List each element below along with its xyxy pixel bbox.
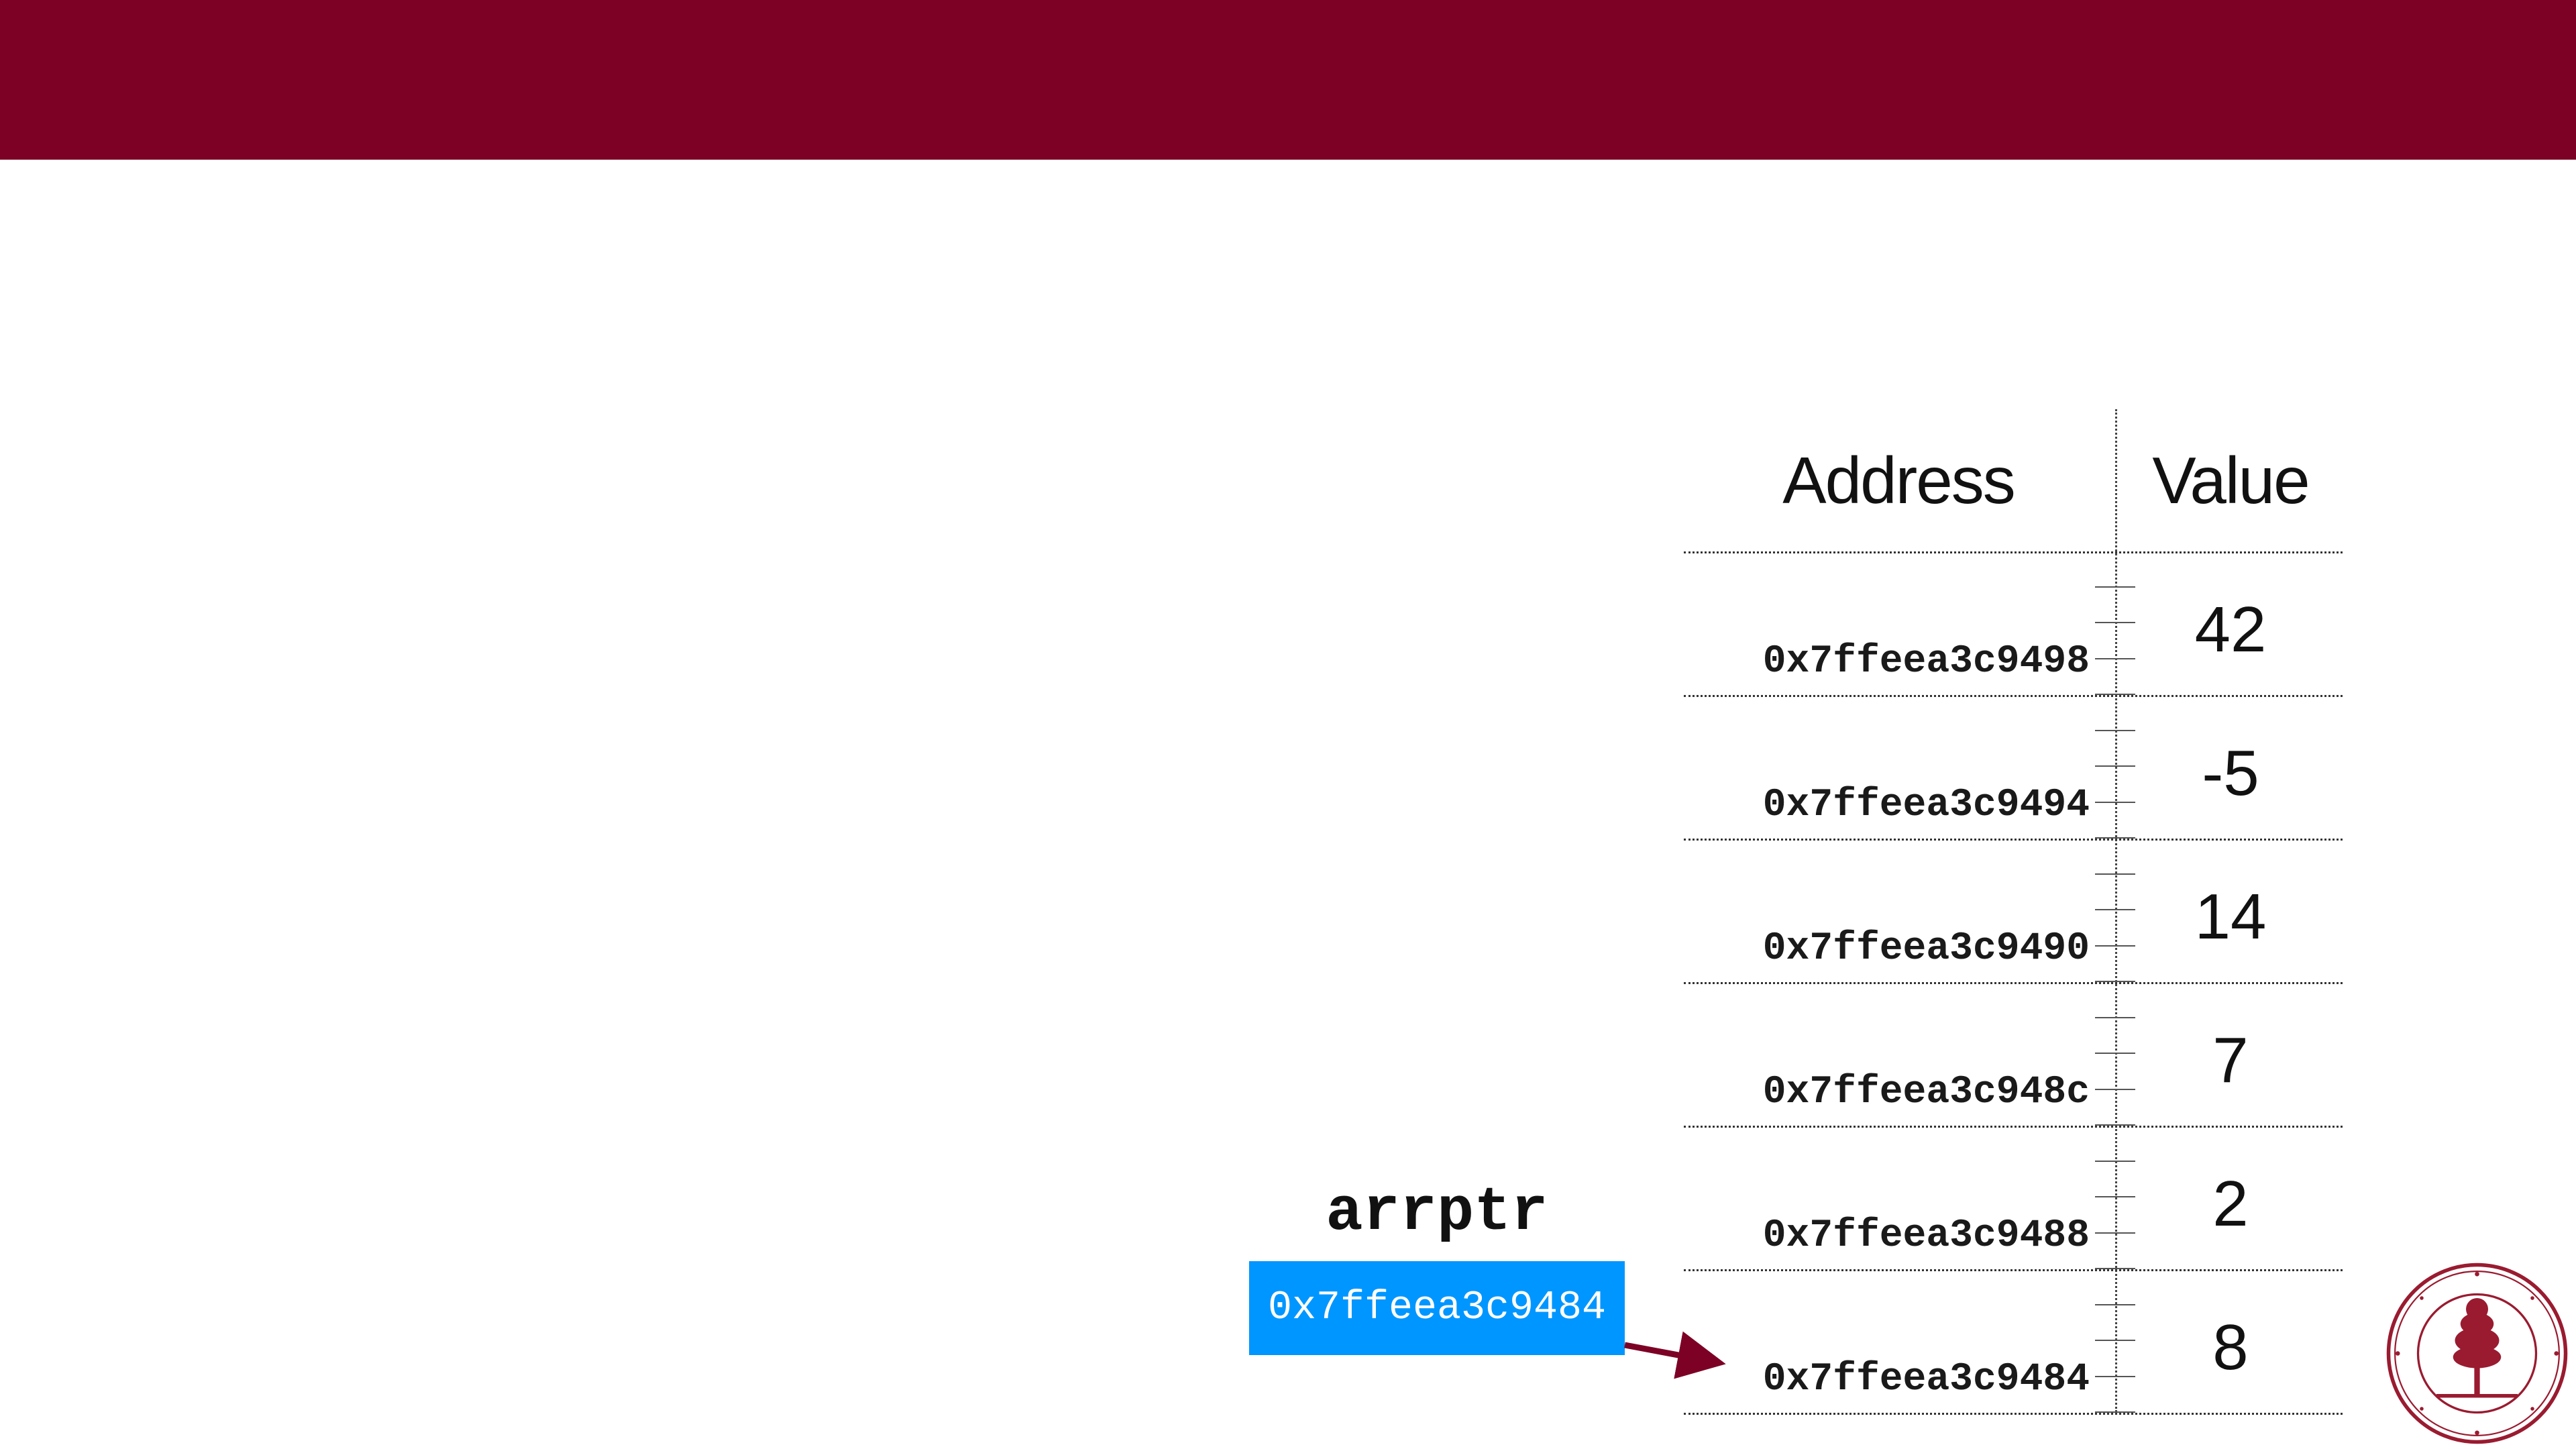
memory-value: 42: [2194, 594, 2267, 665]
byte-tick: [2095, 765, 2135, 767]
byte-tick: [2095, 1053, 2135, 1054]
memory-value: 7: [2212, 1024, 2249, 1096]
byte-tick: [2095, 837, 2135, 839]
byte-tick: [2095, 586, 2135, 588]
byte-tick: [2095, 729, 2135, 731]
memory-address: 0x7ffeea3c9494: [1762, 784, 2090, 827]
top-banner: [0, 0, 2576, 160]
byte-tick: [2095, 657, 2135, 659]
address-column-header: Address: [1782, 443, 2016, 517]
byte-tick: [2095, 1268, 2135, 1269]
row-divider: [1684, 695, 2343, 697]
byte-tick: [2095, 909, 2135, 910]
byte-tick: [2095, 801, 2135, 803]
memory-value: 2: [2212, 1168, 2249, 1240]
byte-tick: [2095, 945, 2135, 947]
byte-tick: [2095, 694, 2135, 695]
pointer-arrow-line: [1624, 1331, 1726, 1379]
pointer-variable-name: arrptr: [1326, 1177, 1548, 1248]
byte-tick: [2095, 1340, 2135, 1341]
byte-tick: [2095, 1375, 2135, 1377]
row-divider: [1684, 982, 2343, 984]
row-divider: [1684, 839, 2343, 841]
memory-address: 0x7ffeea3c9498: [1762, 640, 2090, 684]
memory-address: 0x7ffeea3c948c: [1762, 1071, 2090, 1114]
byte-tick: [2095, 1196, 2135, 1197]
memory-value: 8: [2212, 1311, 2249, 1383]
row-divider: [1684, 1269, 2343, 1271]
row-divider: [1684, 1126, 2343, 1128]
value-column-header: Value: [2152, 443, 2310, 517]
row-divider: [1684, 551, 2343, 553]
byte-tick: [2095, 1303, 2135, 1305]
memory-address: 0x7ffeea3c9484: [1762, 1358, 2090, 1401]
byte-tick: [2095, 873, 2135, 875]
byte-tick: [2095, 1124, 2135, 1126]
memory-value: -5: [2202, 737, 2259, 809]
byte-tick: [2095, 1232, 2135, 1234]
row-divider: [1684, 1413, 2343, 1415]
memory-value: 14: [2194, 881, 2267, 953]
byte-tick: [2095, 622, 2135, 623]
byte-tick: [2095, 981, 2135, 982]
memory-address: 0x7ffeea3c9490: [1762, 927, 2090, 971]
university-seal-icon: [2386, 1263, 2568, 1444]
pointer-value-box: 0x7ffeea3c9484: [1249, 1261, 1625, 1355]
memory-address: 0x7ffeea3c9488: [1762, 1214, 2090, 1258]
byte-tick: [2095, 1088, 2135, 1090]
byte-tick: [2095, 1160, 2135, 1162]
byte-tick: [2095, 1411, 2135, 1413]
byte-tick: [2095, 1016, 2135, 1018]
column-divider: [2115, 409, 2117, 1412]
